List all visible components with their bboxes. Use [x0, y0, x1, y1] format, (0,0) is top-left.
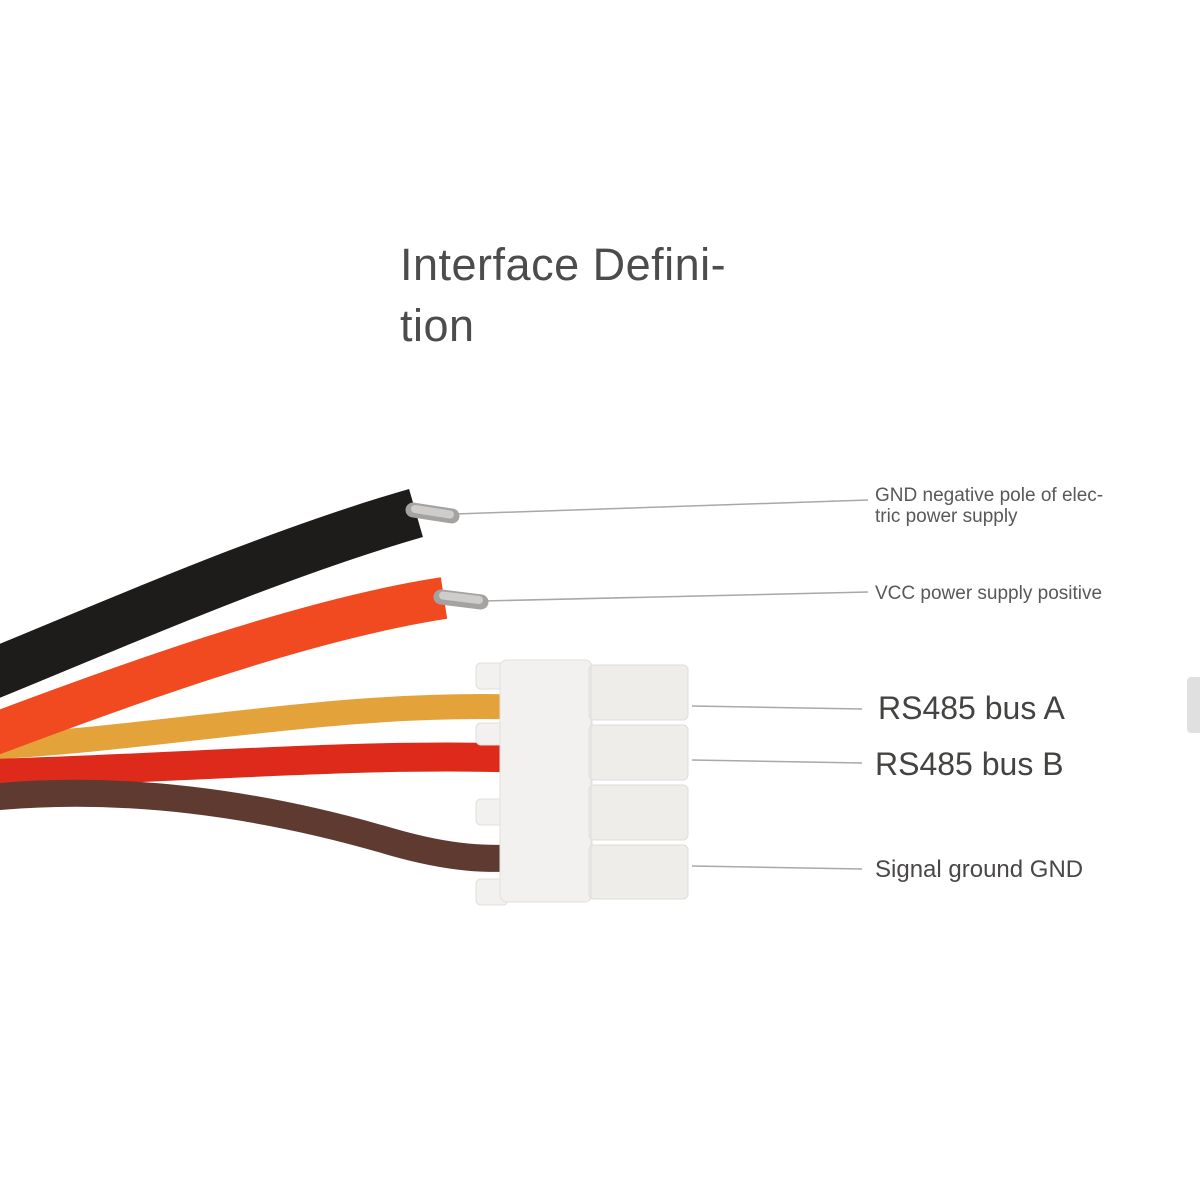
gnd-power-leader-line: [454, 499, 869, 515]
signal-gnd-leader-line: [691, 865, 863, 870]
connector-housing: [475, 659, 689, 906]
rs485-bus-a-label: RS485 bus A: [878, 690, 1065, 726]
signal-gnd-wire: [0, 779, 517, 872]
gnd-power-label-line2: tric power supply: [875, 506, 1018, 527]
wires: [0, 488, 517, 872]
gnd-power-wire: [0, 488, 423, 698]
gnd-power-label: GND negative pole of elec-tric power sup…: [875, 485, 1103, 527]
signal-ground-label: Signal ground GND: [875, 856, 1084, 883]
connector-back-segment-3: [588, 784, 689, 841]
vcc-wire: [0, 577, 448, 755]
edge-crop-artifact: [1187, 677, 1200, 733]
page-title: Interface Defini-tion: [400, 234, 726, 356]
rs485-a-wire: [0, 694, 517, 760]
rs485-b-wire: [0, 742, 517, 788]
leader-lines: [454, 499, 869, 870]
rs485-bus-b-label: RS485 bus B: [875, 746, 1064, 782]
vcc-label: VCC power supply positive: [875, 583, 1103, 604]
page-title-line1: Interface Defini-: [400, 239, 727, 290]
gnd-power-wire-tip-highlight: [411, 505, 454, 519]
connector-front-body: [499, 659, 593, 903]
connector-back-segment-2: [588, 724, 689, 781]
connector-back-segment-4: [588, 844, 689, 900]
connector-back-segment-1: [588, 664, 689, 721]
vcc-wire-tip-highlight: [439, 591, 483, 604]
gnd-power-label-line1: GND negative pole of elec-: [875, 485, 1104, 506]
rs485-a-leader-line: [691, 705, 863, 710]
rs485-b-leader-line: [691, 759, 863, 764]
exposed-wire-tips: [405, 502, 489, 610]
vcc-leader-line: [483, 591, 869, 602]
page-title-line2: tion: [400, 300, 475, 351]
